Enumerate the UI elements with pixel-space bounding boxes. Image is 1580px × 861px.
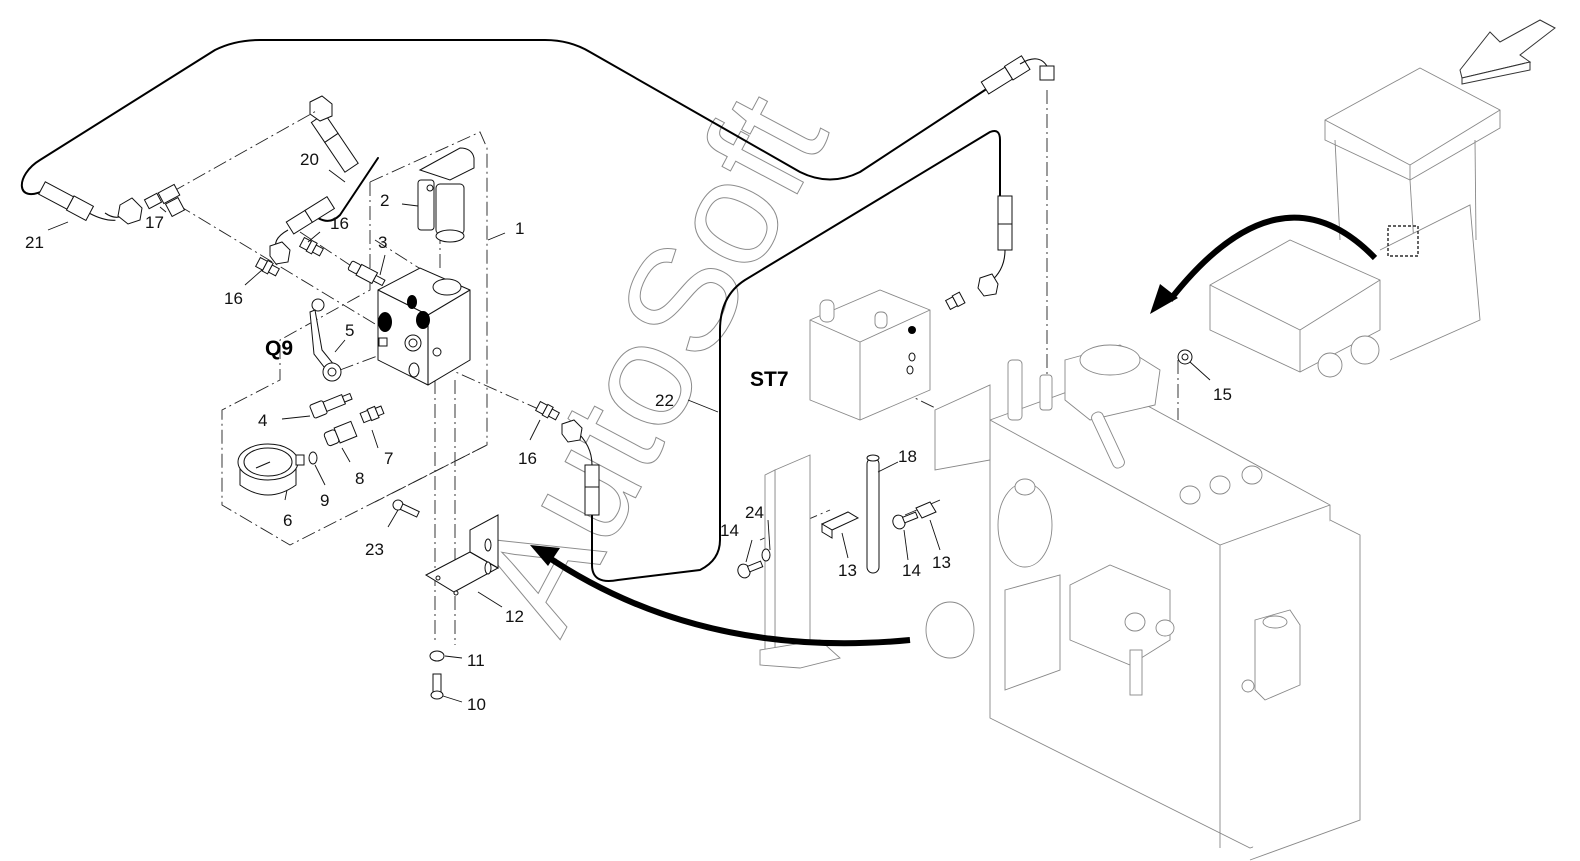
part-15-nut bbox=[1177, 349, 1193, 365]
curved-arrow-detail-a-icon bbox=[1150, 214, 1378, 314]
part-16-fitting-a bbox=[254, 256, 280, 277]
callout-12: 12 bbox=[505, 607, 524, 626]
part-16-fitting-c bbox=[534, 400, 560, 421]
part-17-tee bbox=[143, 183, 186, 218]
group-label-st7: ST7 bbox=[750, 368, 789, 391]
valve-block bbox=[377, 267, 471, 386]
callout-16b: 16 bbox=[330, 214, 349, 233]
part-4-plug bbox=[309, 392, 353, 419]
callout-16c: 16 bbox=[518, 449, 537, 468]
hose-22 bbox=[561, 130, 1013, 582]
callout-18: 18 bbox=[898, 447, 917, 466]
part-6-pressure-gauge bbox=[237, 443, 305, 496]
part-24-washer bbox=[761, 548, 771, 562]
callout-17: 17 bbox=[145, 213, 164, 232]
callout-20: 20 bbox=[300, 150, 319, 169]
part-9-o-ring bbox=[308, 451, 318, 465]
view-direction-arrow-icon bbox=[1459, 19, 1556, 85]
part-23-screw bbox=[392, 499, 420, 518]
callout-10: 10 bbox=[467, 695, 486, 714]
curved-arrow-detail-b-icon bbox=[530, 545, 911, 647]
mounting-post bbox=[759, 454, 841, 669]
hose-20 bbox=[269, 95, 379, 265]
hydraulic-tank bbox=[925, 344, 1361, 861]
callout-14b: 14 bbox=[902, 561, 921, 580]
leader-lines bbox=[47, 169, 1211, 703]
group-label-q9: Q9 bbox=[265, 337, 293, 360]
part-10-bolt bbox=[430, 673, 444, 700]
part-5-lever bbox=[309, 298, 342, 382]
callout-8: 8 bbox=[355, 469, 364, 488]
callout-23: 23 bbox=[365, 540, 384, 559]
callout-3: 3 bbox=[378, 233, 387, 252]
valve-assembly-st7 bbox=[809, 289, 931, 421]
part-18-rod bbox=[866, 454, 880, 574]
group-boundary-1 bbox=[369, 131, 488, 503]
part-16-fitting-b bbox=[298, 236, 324, 257]
part-3-fitting bbox=[347, 260, 386, 287]
callout-4: 4 bbox=[258, 411, 267, 430]
callout-6: 6 bbox=[283, 511, 292, 530]
hose-21 bbox=[20, 39, 1055, 225]
callout-5: 5 bbox=[345, 321, 354, 340]
callout-22: 22 bbox=[655, 391, 674, 410]
callouts: 1 2 3 4 5 6 7 8 9 10 11 12 13 13 14 14 1… bbox=[25, 150, 1232, 714]
location-marker-icon bbox=[1387, 225, 1419, 257]
callout-24: 24 bbox=[745, 503, 764, 522]
callout-9: 9 bbox=[320, 491, 329, 510]
part-13-clip-b bbox=[915, 501, 937, 519]
callout-21: 21 bbox=[25, 233, 44, 252]
callout-1: 1 bbox=[515, 219, 524, 238]
paver-machine bbox=[1209, 67, 1501, 378]
part-13-clip-a bbox=[820, 511, 860, 539]
callout-13a: 13 bbox=[838, 561, 857, 580]
callout-15: 15 bbox=[1213, 385, 1232, 404]
group-boundary-q9 bbox=[221, 182, 488, 546]
fitting-st7 bbox=[944, 291, 966, 311]
callout-2: 2 bbox=[380, 191, 389, 210]
part-8-coupling bbox=[323, 420, 358, 447]
part-14-bolt-b bbox=[892, 511, 919, 530]
part-14-bolt-a bbox=[737, 560, 764, 579]
part-7-adapter bbox=[359, 405, 385, 424]
part-12-bracket bbox=[424, 514, 500, 596]
callout-11: 11 bbox=[467, 651, 485, 670]
callout-13b: 13 bbox=[932, 553, 951, 572]
part-11-washer bbox=[429, 650, 445, 662]
callout-16a: 16 bbox=[224, 289, 243, 308]
callout-14a: 14 bbox=[720, 521, 739, 540]
part-2-hand-pump bbox=[417, 147, 475, 243]
callout-7: 7 bbox=[384, 449, 393, 468]
